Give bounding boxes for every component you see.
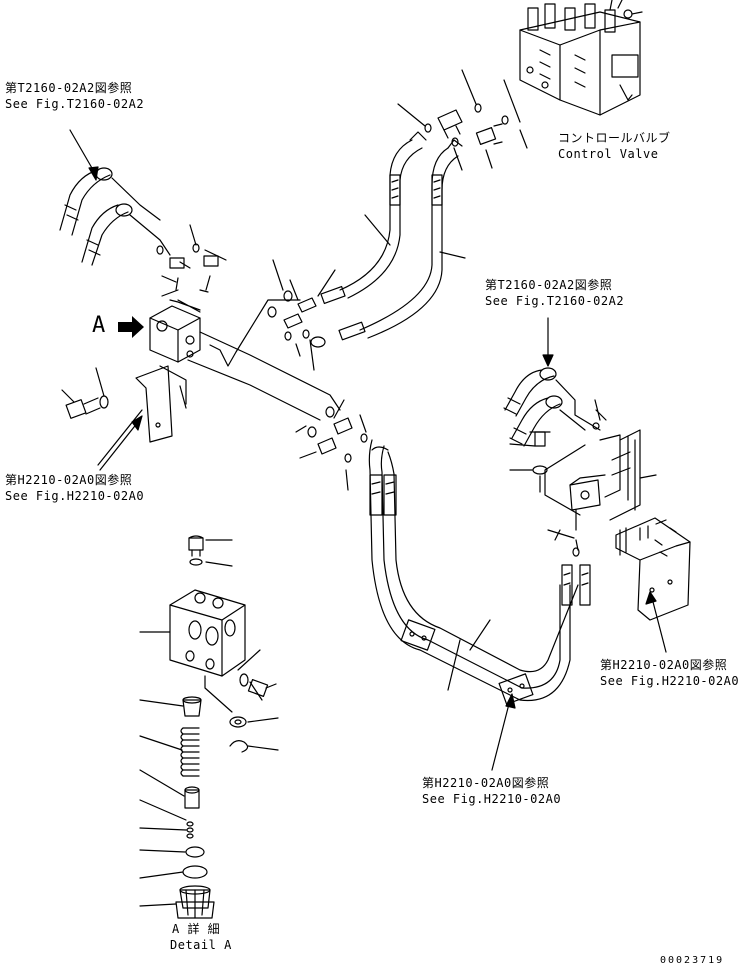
control-valve-label-jp: コントロールバルブ (558, 131, 671, 145)
ref-right-lower-en: See Fig.H2210-02A0 (600, 674, 740, 688)
ref-right-upper-jp: 第T2160-02A2図参照 (485, 278, 613, 292)
lower-hoses (369, 440, 590, 704)
right-group (504, 368, 690, 620)
view-arrow (118, 316, 144, 338)
drawing-number: 00023719 (660, 955, 725, 966)
detail-a-exploded (140, 536, 278, 918)
detail-title-en: Detail A (170, 938, 232, 952)
control-valve (520, 0, 642, 115)
middle-fittings (268, 260, 335, 370)
ref-bottom-center-en: See Fig.H2210-02A0 (422, 792, 562, 806)
upper-hoses (311, 132, 465, 347)
view-marker-a: A (92, 313, 106, 338)
reference-arrows (70, 130, 666, 770)
ref-top-left-en: See Fig.T2160-02A2 (5, 97, 145, 111)
detail-title-jp: A 詳 細 (172, 922, 221, 936)
lower-mid-fittings (296, 400, 367, 490)
ref-left-mid-en: See Fig.H2210-02A0 (5, 489, 145, 503)
ref-right-lower-jp: 第H2210-02A0図参照 (600, 658, 728, 672)
valve-fittings (398, 70, 527, 170)
left-hoses (60, 168, 226, 296)
ref-top-left-jp: 第T2160-02A2図参照 (5, 81, 133, 95)
manifold-block (150, 300, 340, 420)
ref-left-mid-jp: 第H2210-02A0図参照 (5, 473, 133, 487)
control-valve-label-en: Control Valve (558, 147, 659, 161)
ref-right-upper-en: See Fig.T2160-02A2 (485, 294, 625, 308)
left-bracket (62, 366, 186, 465)
ref-bottom-center-jp: 第H2210-02A0図参照 (422, 776, 550, 790)
